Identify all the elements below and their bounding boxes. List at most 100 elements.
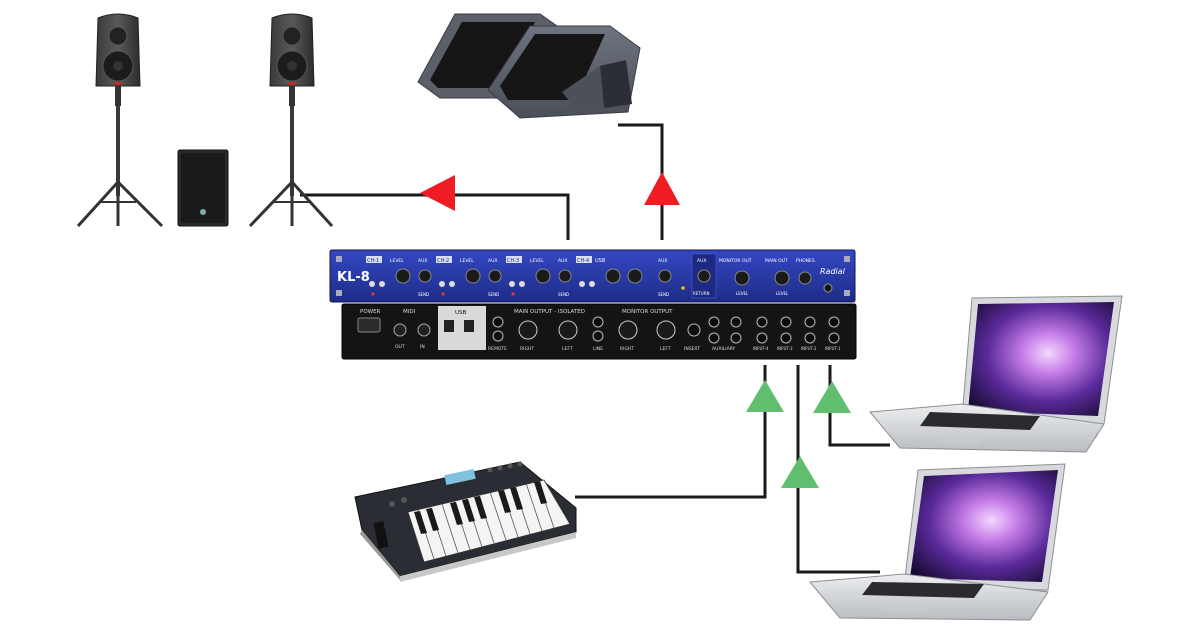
usb-port-icon[interactable] <box>444 320 454 332</box>
midi-in-label: IN <box>420 344 425 350</box>
led <box>371 292 375 296</box>
channel-strip-4: CH-4 USB AUX SEND <box>576 256 685 297</box>
aux-label: AUX <box>488 258 497 264</box>
power-inlet-icon[interactable] <box>357 317 381 333</box>
channel-label: CH-4 <box>577 258 589 264</box>
aux-knob[interactable] <box>558 269 572 283</box>
right-label: RIGHT <box>620 346 634 352</box>
jack-icon[interactable] <box>492 316 504 328</box>
channel-strip-2: CH-2 LEVEL AUX SEND <box>436 256 502 297</box>
input-2-label: INPUT-2 <box>801 346 817 351</box>
jack-icon[interactable] <box>687 323 701 337</box>
auxiliary-label: AUXILIARY <box>712 346 736 352</box>
jack-icon[interactable] <box>708 332 720 344</box>
pa-speaker-icon <box>248 13 334 228</box>
xlr-left-port-icon[interactable] <box>558 320 578 340</box>
input-2-jack-icon[interactable] <box>804 316 816 328</box>
send-label: SEND <box>658 292 669 297</box>
channel-label: CH-3 <box>507 258 519 264</box>
midi-keyboard-icon <box>354 461 577 582</box>
channel-strip-3: CH-3 LEVEL AUX SEND <box>506 256 572 297</box>
usb-knob[interactable] <box>627 268 643 284</box>
switch[interactable] <box>589 281 595 287</box>
monitor-out-knob[interactable] <box>734 270 750 286</box>
usb-port-icon[interactable] <box>464 320 474 332</box>
usb-label: USB <box>455 310 467 316</box>
monitor-out-label: MONITOR OUT <box>719 258 752 264</box>
main-output-label: MAIN OUTPUT - ISOLATED <box>514 309 585 315</box>
midi-in-port-icon[interactable] <box>417 323 431 337</box>
aux-knob[interactable] <box>488 269 502 283</box>
level-knob[interactable] <box>605 268 621 284</box>
level-label: LEVEL <box>776 291 789 296</box>
send-label: SEND <box>558 292 569 297</box>
input-1-jack-icon[interactable] <box>828 316 840 328</box>
input-3-jack-icon[interactable] <box>780 332 792 344</box>
level-knob[interactable] <box>535 268 551 284</box>
switch[interactable] <box>579 281 585 287</box>
xlr-right-port-icon[interactable] <box>618 320 638 340</box>
level-label: LEVEL <box>736 291 749 296</box>
line-label: LINE <box>593 346 603 352</box>
mixer-rear-panel: POWER MIDI OUT IN USB REMOTE MAIN OUTPUT… <box>341 303 857 360</box>
led <box>511 292 515 296</box>
aux-knob[interactable] <box>418 269 432 283</box>
jack-icon[interactable] <box>708 316 720 328</box>
laptop-icon <box>809 463 1066 621</box>
xlr-left-port-icon[interactable] <box>656 320 676 340</box>
jack-icon[interactable] <box>730 332 742 344</box>
output-arrow-left <box>420 175 455 211</box>
level-knob[interactable] <box>395 268 411 284</box>
right-label: RIGHT <box>520 346 534 352</box>
cable-to-pa <box>300 193 570 240</box>
switch[interactable] <box>369 281 375 287</box>
output-arrow-up <box>644 172 680 205</box>
led <box>441 292 445 296</box>
input-4-label: INPUT-4 <box>753 346 769 351</box>
input-3-jack-icon[interactable] <box>780 316 792 328</box>
input-1-jack-icon[interactable] <box>828 332 840 344</box>
cable-to-monitors <box>618 123 664 240</box>
xlr-right-port-icon[interactable] <box>518 320 538 340</box>
aux-label: AUX <box>418 258 427 264</box>
jack-icon[interactable] <box>730 316 742 328</box>
input-arrow-laptop-top <box>813 381 851 413</box>
level-knob[interactable] <box>465 268 481 284</box>
switch[interactable] <box>439 281 445 287</box>
phones-label: PHONES <box>796 258 815 264</box>
subwoofer-icon <box>177 149 229 227</box>
floor-wedge-icon <box>417 13 641 119</box>
brand-label: Radial <box>820 267 846 276</box>
jack-icon[interactable] <box>592 316 604 328</box>
jack-icon[interactable] <box>492 330 504 342</box>
cable-laptop-bottom <box>796 365 880 574</box>
input-arrow-keyboard <box>746 380 784 412</box>
led <box>681 286 685 290</box>
level-label: LEVEL <box>460 258 474 264</box>
aux-knob[interactable] <box>658 269 672 283</box>
input-4-jack-icon[interactable] <box>756 332 768 344</box>
channel-strip-1: CH-1 LEVEL AUX SEND <box>366 256 432 297</box>
phones-knob[interactable] <box>798 271 812 285</box>
channel-label: CH-2 <box>437 258 449 264</box>
aux-label: AUX <box>658 258 667 264</box>
switch[interactable] <box>509 281 515 287</box>
input-1-label: INPUT-1 <box>825 346 841 351</box>
signal-arrows <box>420 172 851 488</box>
level-label: LEVEL <box>530 258 544 264</box>
aux-label: AUX <box>558 258 567 264</box>
jack-icon[interactable] <box>592 330 604 342</box>
aux-return-knob[interactable] <box>697 269 711 283</box>
main-out-knob[interactable] <box>774 270 790 286</box>
switch[interactable] <box>379 281 385 287</box>
headphone-jack-icon[interactable] <box>823 283 833 293</box>
switch[interactable] <box>519 281 525 287</box>
monitor-output-label: MONITOR OUTPUT <box>622 309 673 315</box>
power-label: POWER <box>360 309 381 315</box>
input-3-label: INPUT-3 <box>777 346 793 351</box>
switch[interactable] <box>449 281 455 287</box>
midi-out-port-icon[interactable] <box>393 323 407 337</box>
input-4-jack-icon[interactable] <box>756 316 768 328</box>
input-2-jack-icon[interactable] <box>804 332 816 344</box>
